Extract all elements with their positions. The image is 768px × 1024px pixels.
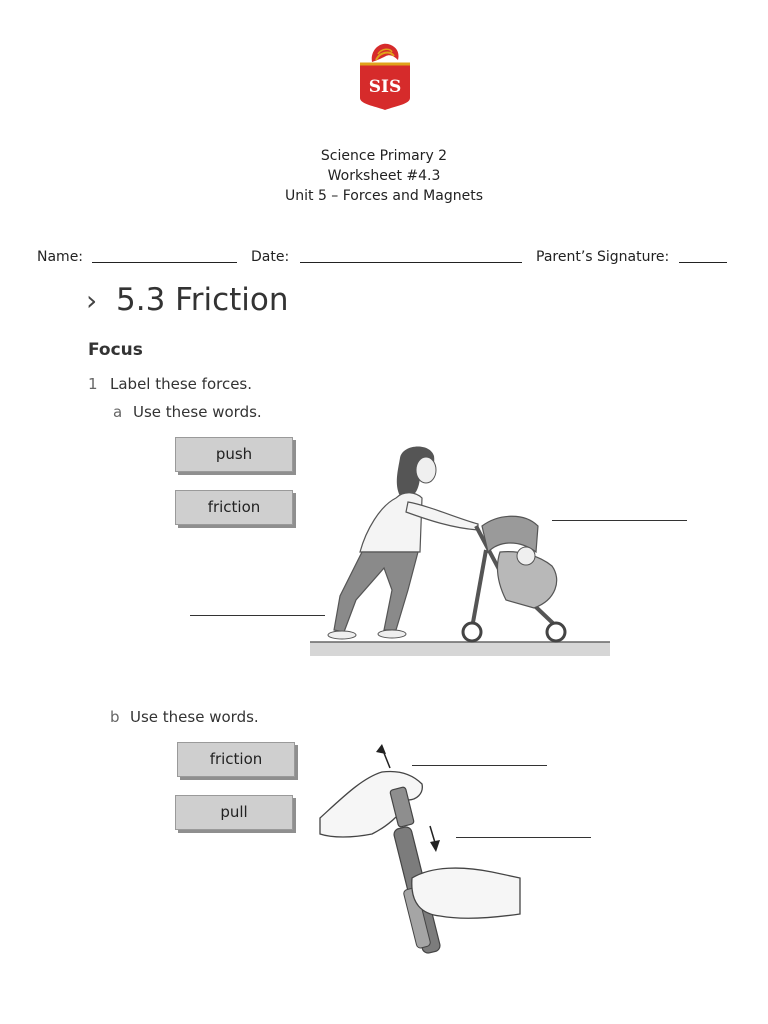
section-title: 5.3 Friction [116, 282, 289, 318]
worksheet-number: Worksheet #4.3 [327, 168, 441, 184]
question-text: Label these forces. [110, 375, 253, 393]
answer-blank-b1[interactable] [412, 765, 547, 766]
part-a-letter: a [113, 403, 123, 421]
part-b-letter: b [110, 708, 120, 726]
word-card-friction: friction [175, 490, 293, 525]
stroller-push-illustration [310, 446, 610, 656]
unit-title: Unit 5 – Forces and Magnets [285, 188, 483, 204]
logo-text: SIS [369, 77, 402, 97]
word-card-friction: friction [177, 742, 295, 777]
name-field[interactable] [92, 262, 237, 263]
signature-field[interactable] [679, 262, 727, 263]
part-a-instruction: Use these words. [133, 403, 262, 421]
answer-blank-b2[interactable] [456, 837, 591, 838]
word-card-pull: pull [175, 795, 293, 830]
name-label: Name: [37, 249, 84, 265]
focus-heading: Focus [88, 340, 143, 360]
answer-blank-a2[interactable] [190, 615, 325, 616]
subject-title: Science Primary 2 [320, 148, 448, 164]
school-logo: SIS [360, 43, 410, 110]
chevron-right-icon: › [86, 284, 98, 317]
question-number: 1 [88, 375, 98, 393]
word-card-push: push [175, 437, 293, 472]
answer-blank-a1[interactable] [552, 520, 687, 521]
date-label: Date: [251, 249, 290, 265]
part-b-instruction: Use these words. [130, 708, 259, 726]
pen-cap-pull-illustration [319, 744, 521, 954]
signature-label: Parent’s Signature: [536, 249, 670, 265]
date-field[interactable] [300, 262, 522, 263]
